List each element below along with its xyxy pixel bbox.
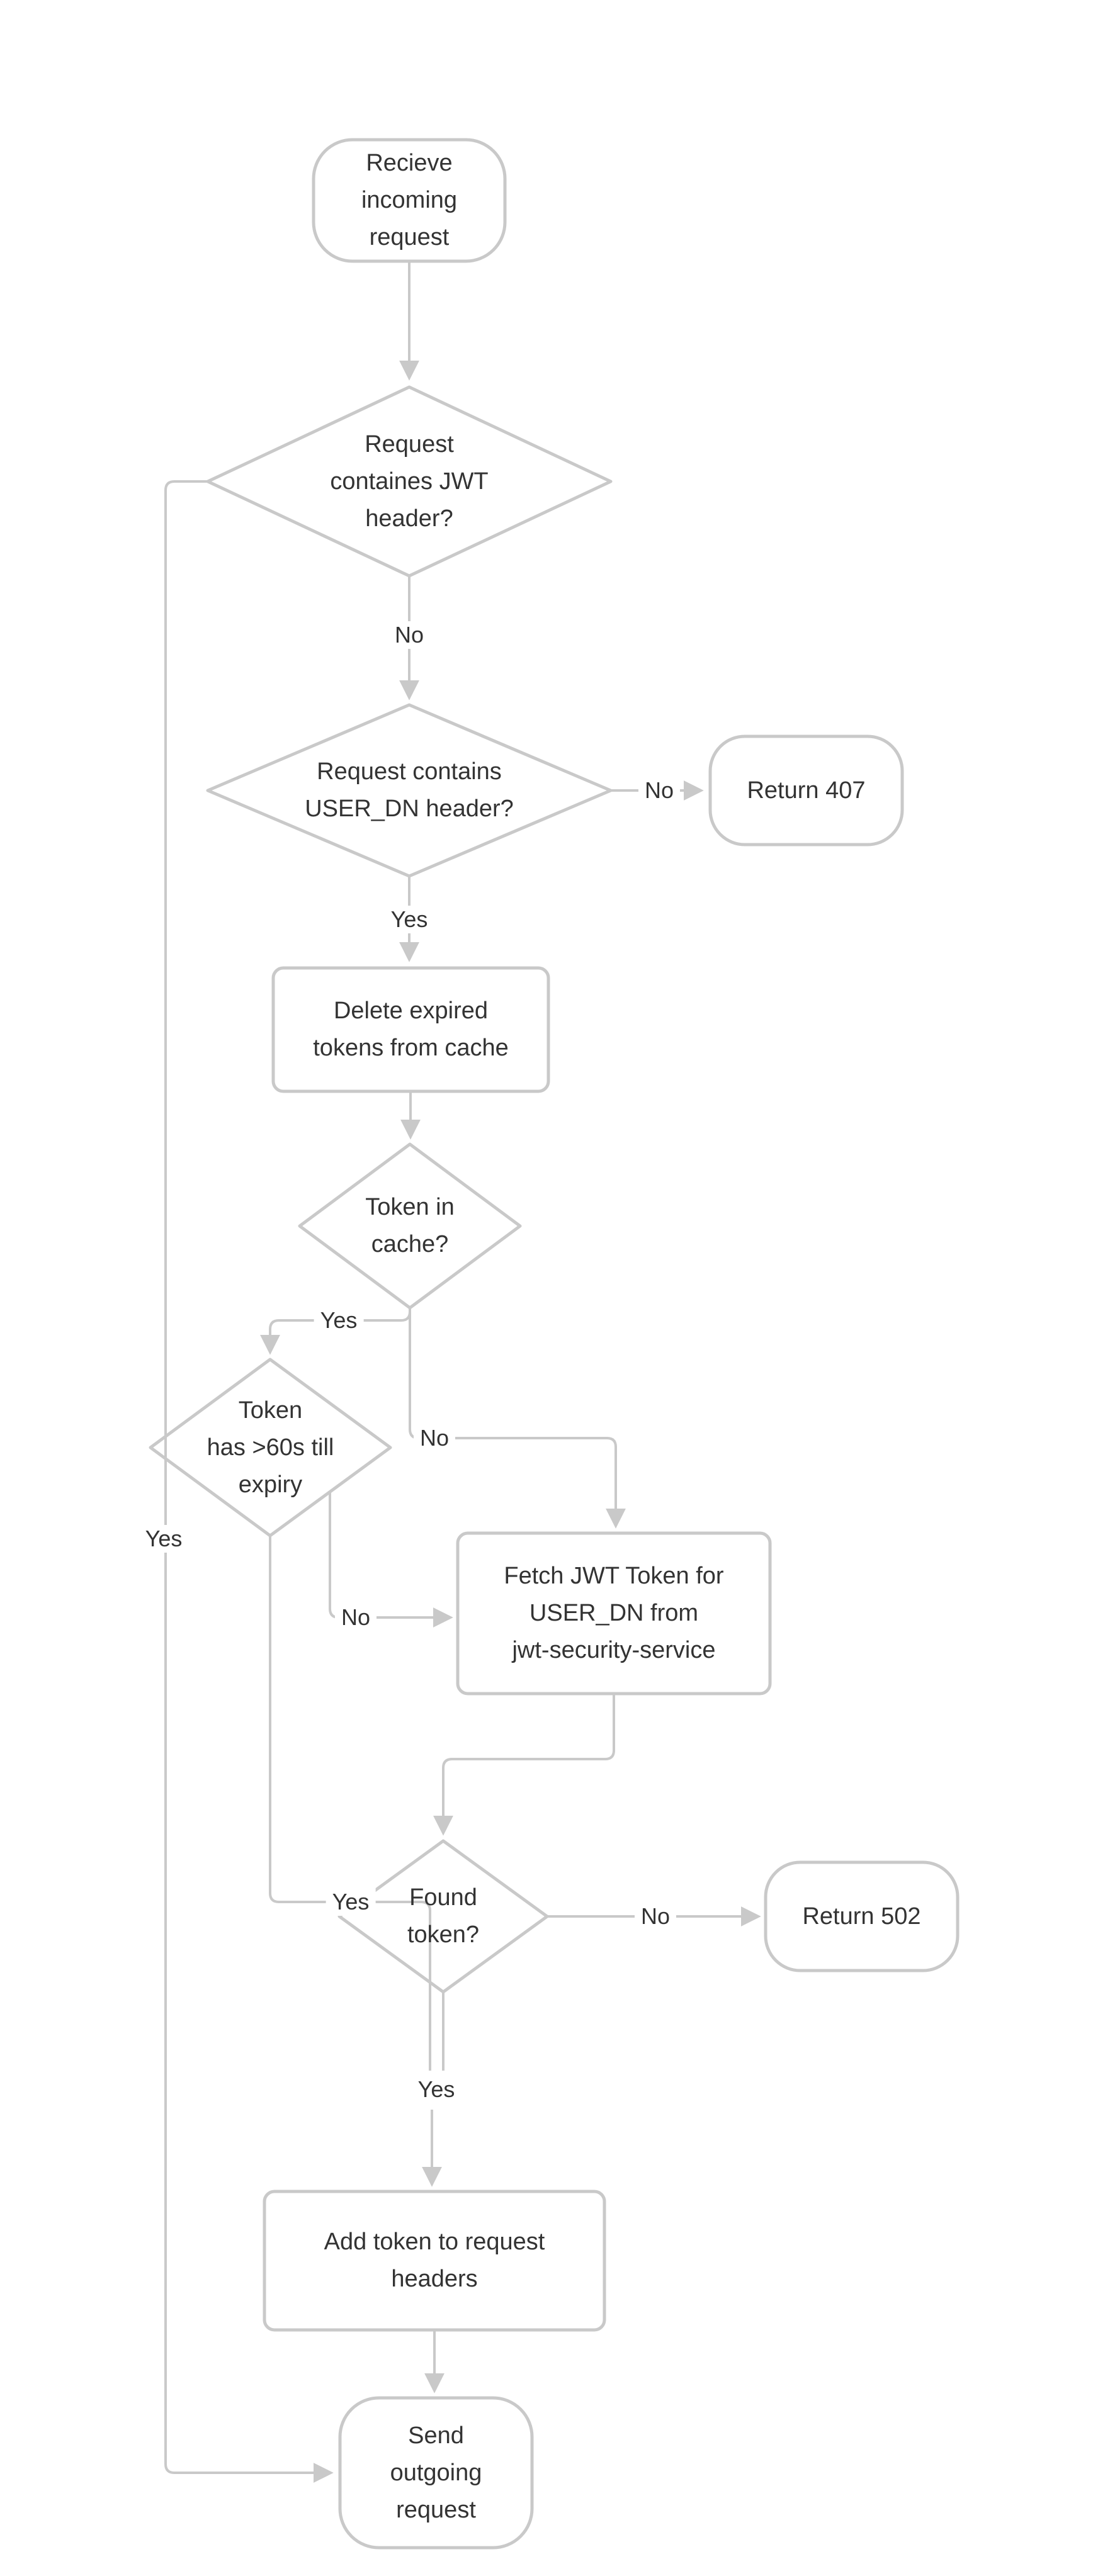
node-request-contains-jwt <box>206 385 613 578</box>
node-delete-expired-tokens <box>271 966 550 1093</box>
node-fetch-jwt-token <box>456 1531 772 1696</box>
node-token-expiry <box>149 1358 392 1538</box>
edge-expiry-no-to-fetch <box>329 1492 453 1628</box>
node-add-token-headers <box>263 2190 606 2332</box>
edge-cache-yes-to-expiry-check <box>260 1308 411 1355</box>
node-request-contains-user-dn <box>206 703 613 878</box>
edge-fetch-to-found-check <box>433 1694 615 1836</box>
node-receive-request <box>312 138 507 263</box>
edge-cache-no-to-fetch <box>409 1308 626 1529</box>
node-send-outgoing-request <box>338 2396 534 2550</box>
node-shapes <box>149 138 960 2550</box>
flow-edges <box>164 261 761 2483</box>
node-found-token <box>337 1839 549 1994</box>
edge-expiry-yes-bypass <box>269 1536 431 2071</box>
node-return-407 <box>708 734 904 846</box>
node-token-in-cache <box>298 1142 522 1310</box>
node-return-502 <box>764 1860 960 1972</box>
edge-jwt-yes-to-send <box>164 480 334 2483</box>
